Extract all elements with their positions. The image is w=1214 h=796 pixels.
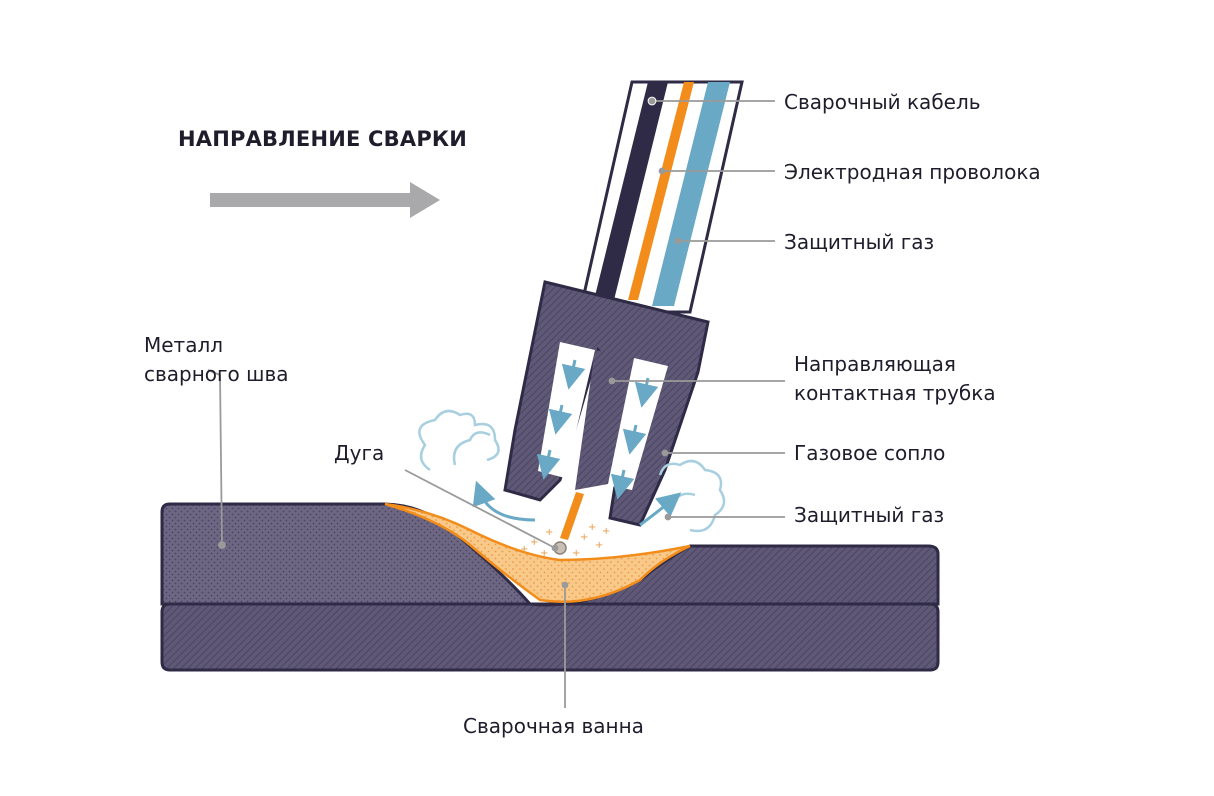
label-weld-metal-line1: Металл	[144, 333, 224, 357]
label-gas-nozzle: Газовое сопло	[794, 441, 946, 465]
weld-pool-shape	[384, 502, 691, 603]
label-electrode-wire: Электродная проволока	[784, 160, 1041, 184]
direction-arrow	[210, 182, 440, 218]
label-weld-pool: Сварочная ванна	[463, 714, 644, 738]
label-shielding-gas-bottom: Защитный газ	[794, 503, 945, 527]
gas-flow-arrows	[536, 359, 659, 500]
svg-text:+: +	[540, 548, 548, 559]
svg-text:+: +	[595, 540, 603, 551]
svg-text:+: +	[530, 537, 538, 548]
gas-clouds	[418, 409, 726, 533]
base-metal	[160, 602, 940, 672]
svg-text:+: +	[602, 526, 610, 537]
welding-torch-cable	[578, 80, 744, 314]
svg-text:+: +	[520, 544, 528, 555]
label-contact-tube-line2: контактная трубка	[794, 381, 996, 405]
label-welding-cable: Сварочный кабель	[784, 90, 981, 114]
label-shielding-gas-top: Защитный газ	[784, 230, 935, 254]
label-arc: Дуга	[334, 441, 385, 465]
label-contact-tube-line1: Направляющая	[794, 352, 956, 376]
leader-lines	[207, 96, 785, 708]
label-weld-metal-line2: сварного шва	[144, 362, 289, 386]
svg-text:+: +	[545, 527, 553, 538]
electrode-wire	[560, 492, 584, 540]
svg-text:+: +	[572, 548, 580, 559]
gas-nozzle	[503, 280, 710, 527]
weld-metal	[160, 502, 940, 607]
svg-text:+: +	[580, 532, 588, 543]
welding-direction-title: НАПРАВЛЕНИЕ СВАРКИ	[178, 127, 468, 151]
gas-outflow-arrows	[472, 480, 682, 527]
svg-text:+: +	[588, 522, 596, 533]
arc-sparks: +++ +++ +++	[520, 522, 610, 559]
